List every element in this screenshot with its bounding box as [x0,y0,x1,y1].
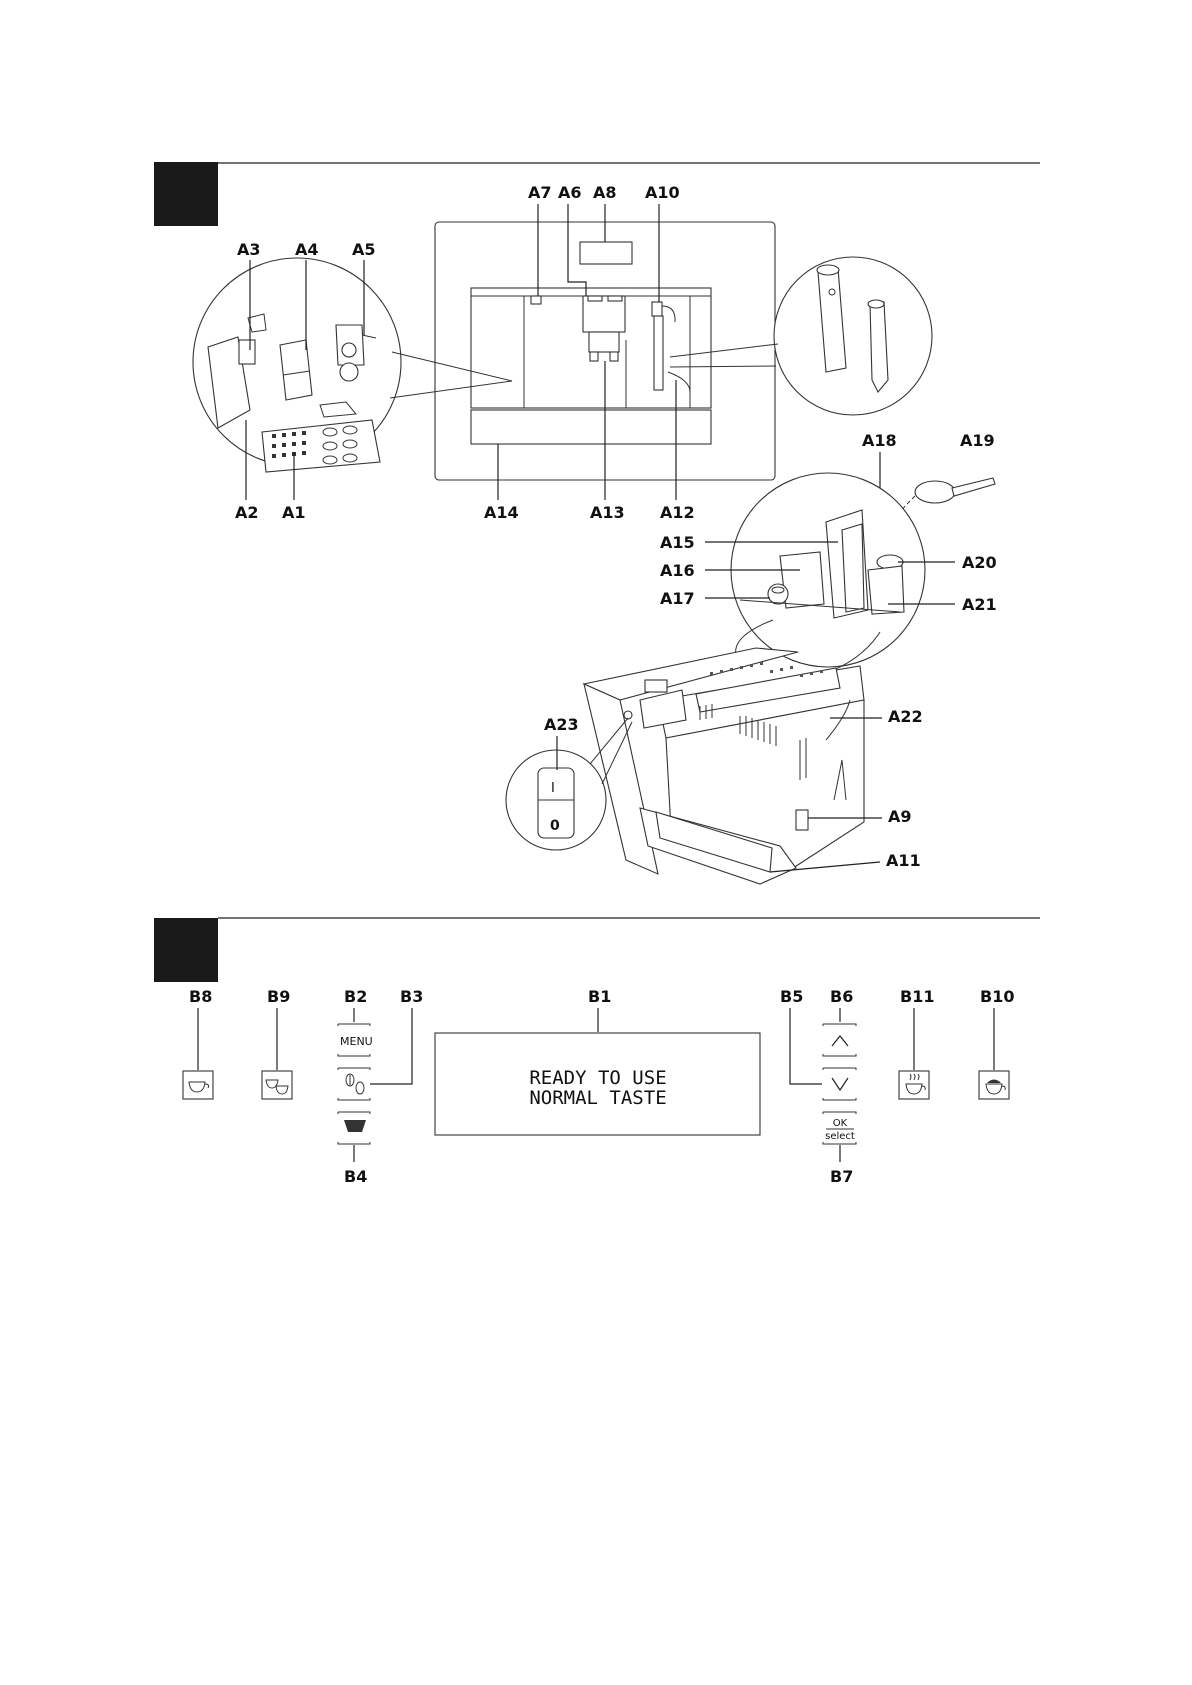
label-b9: B9 [267,987,290,1006]
label-b7: B7 [830,1167,853,1186]
label-a20: A20 [962,553,997,572]
label-a3: A3 [237,240,261,259]
label-b3: B3 [400,987,423,1006]
switch-on-label: I [551,781,555,796]
label-a16: A16 [660,561,695,580]
arrow-up-icon [832,1036,848,1046]
single-cup-button[interactable] [183,1008,213,1099]
label-b2: B2 [344,987,367,1006]
ground-coffee-icon [344,1120,366,1132]
switch-off-label: 0 [550,818,560,834]
label-a11: A11 [886,851,921,870]
section-a: A3 A4 A5 A2 A1 A7 A6 A8 A10 A14 A13 A12 [154,162,1040,884]
label-a6: A6 [558,183,582,202]
section-b-marker [154,918,218,982]
machine-body [584,648,864,884]
display-line-2: NORMAL TASTE [529,1087,666,1109]
label-a23: A23 [544,715,579,734]
label-a8: A8 [593,183,617,202]
label-a15: A15 [660,533,695,552]
label-b4: B4 [344,1167,367,1186]
up-button[interactable] [823,1008,856,1056]
two-cups-button[interactable] [262,1008,292,1099]
label-a12: A12 [660,503,695,522]
ok-select-button[interactable]: OK select [823,1112,856,1162]
label-a9: A9 [888,807,912,826]
label-b6: B6 [830,987,853,1006]
label-a10: A10 [645,183,680,202]
ok-label: OK [833,1118,848,1129]
menu-label: MENU [340,1035,373,1048]
detail-circle-tank [731,473,925,674]
label-a4: A4 [295,240,319,259]
cappuccino-button[interactable] [979,1008,1009,1099]
display-line-1: READY TO USE [529,1067,666,1089]
menu-button[interactable]: MENU [338,1008,373,1056]
label-b5: B5 [780,987,803,1006]
label-a13: A13 [590,503,625,522]
display-panel: READY TO USE NORMAL TASTE [435,1008,760,1135]
section-a-marker [154,162,218,226]
coffee-beans-icon [346,1074,364,1094]
label-a18: A18 [862,431,897,450]
ground-coffee-button[interactable] [338,1112,370,1162]
label-a7: A7 [528,183,552,202]
select-label: select [825,1131,855,1142]
label-a17: A17 [660,589,695,608]
label-b1: B1 [588,987,611,1006]
label-b11: B11 [900,987,934,1006]
label-a19: A19 [960,431,995,450]
label-a21: A21 [962,595,997,614]
label-a14: A14 [484,503,519,522]
arrow-down-icon [832,1078,848,1090]
label-a22: A22 [888,707,923,726]
label-a1: A1 [282,503,306,522]
label-a5: A5 [352,240,376,259]
coffee-beans-button[interactable] [338,1008,412,1100]
label-b10: B10 [980,987,1014,1006]
label-b8: B8 [189,987,212,1006]
label-a2: A2 [235,503,259,522]
hot-water-button[interactable] [899,1008,929,1099]
section-b: B8 B9 B2 B3 B1 B5 B6 B11 B10 MENU [154,918,1040,1186]
